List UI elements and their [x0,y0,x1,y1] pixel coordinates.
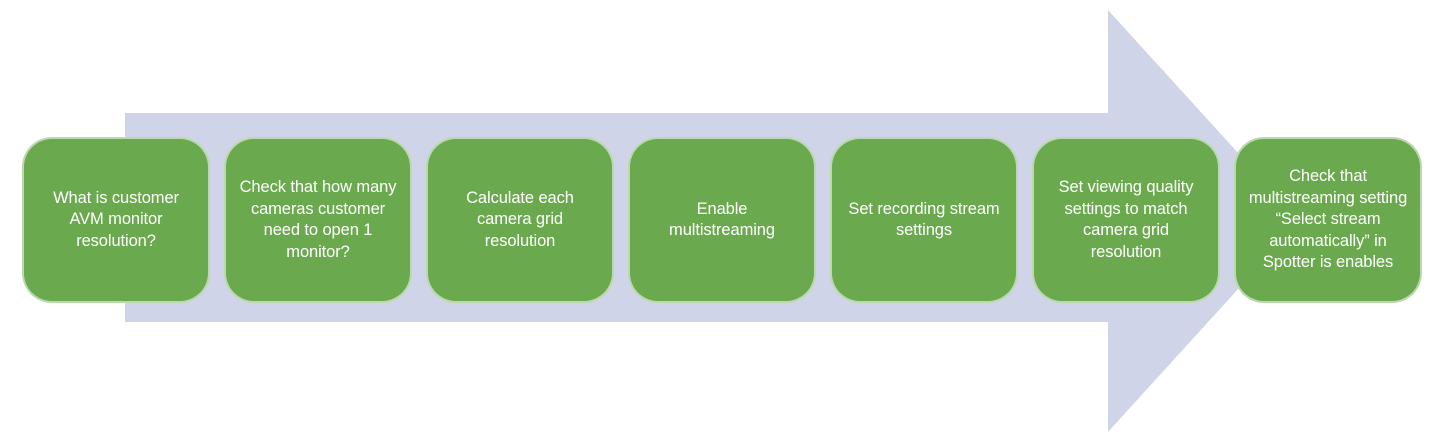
process-step-label: Check that multistreaming setting “Selec… [1248,167,1408,272]
process-step-1: What is customer AVM monitor resolution? [22,137,210,303]
process-step-label: Set viewing quality settings to match ca… [1058,178,1194,261]
process-step-2: Check that how many cameras customer nee… [224,137,412,303]
process-step-label: Calculate each camera grid resolution [466,188,574,250]
process-step-label: What is customer AVM monitor resolution? [53,188,179,250]
process-step-6: Set viewing quality settings to match ca… [1032,137,1220,303]
process-step-3: Calculate each camera grid resolution [426,137,614,303]
process-step-7: Check that multistreaming setting “Selec… [1234,137,1422,303]
process-step-4: Enable multistreaming [628,137,816,303]
process-step-label: Set recording stream settings [848,199,1000,240]
process-steps-row: What is customer AVM monitor resolution?… [22,137,1422,303]
process-step-label: Check that how many cameras customer nee… [239,178,397,261]
process-step-label: Enable multistreaming [669,199,775,240]
process-step-5: Set recording stream settings [830,137,1018,303]
